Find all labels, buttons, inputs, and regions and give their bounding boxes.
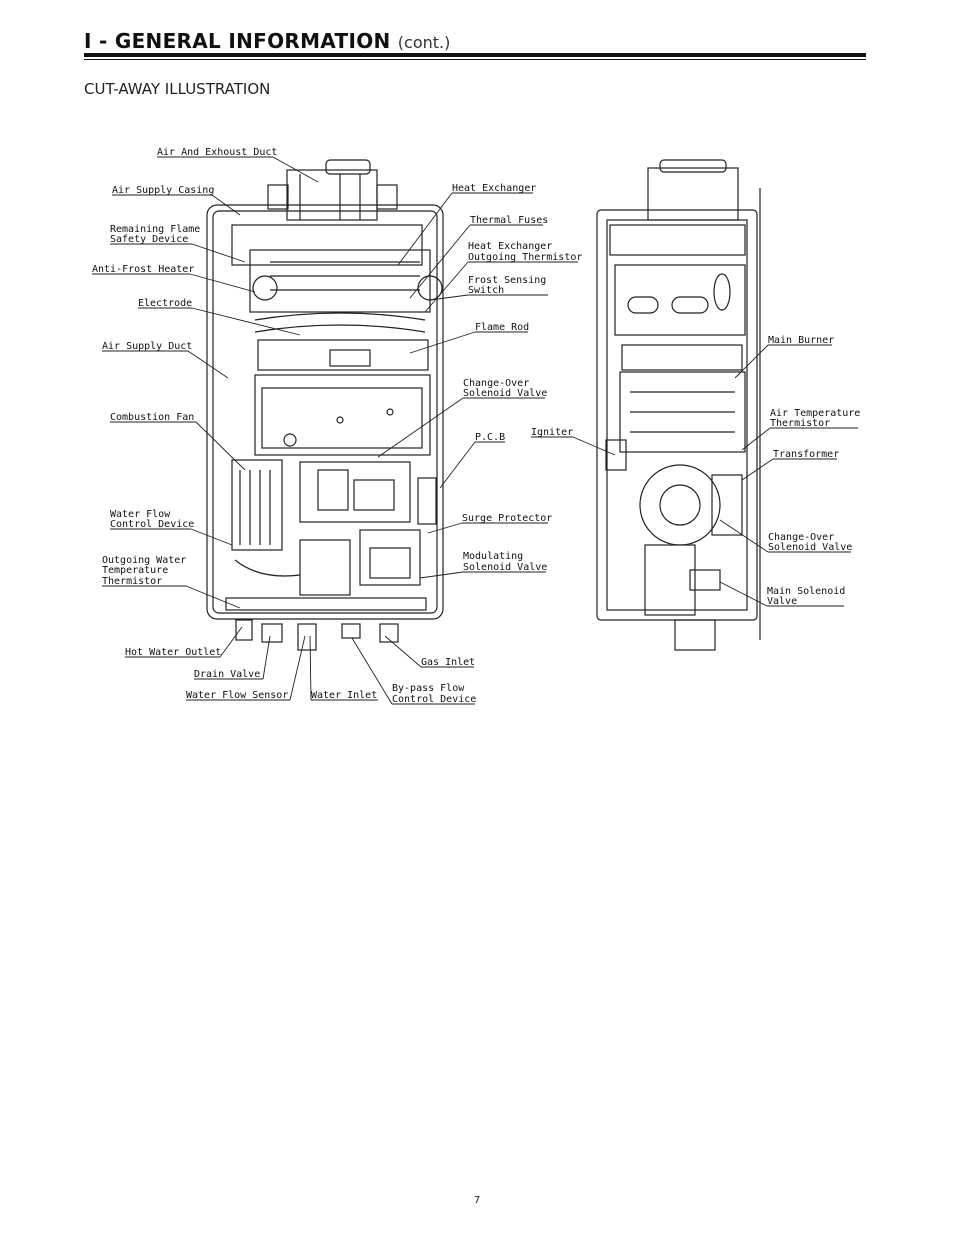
header-title-cont: (cont.) <box>397 33 451 52</box>
header-rule-thick <box>84 53 866 57</box>
label-water-flow: Water Flow <box>110 509 171 520</box>
label-heat-exchanger-2: Heat Exchanger <box>468 241 552 252</box>
label-heat-exchanger: Heat Exchanger <box>452 183 536 194</box>
label-drain-valve: Drain Valve <box>194 669 260 680</box>
page-header: I - GENERAL INFORMATION (cont.) <box>84 26 866 60</box>
label-transformer: Transformer <box>773 449 839 460</box>
label-temperature: Temperature <box>102 565 168 576</box>
label-anti-frost-heater: Anti-Frost Heater <box>92 264 194 275</box>
label-flame-rod: Flame Rod <box>475 322 529 333</box>
label-outgoing-thermistor: Outgoing Thermistor <box>468 252 582 263</box>
label-control-device: Control Device <box>110 519 194 530</box>
label-surge-protector: Surge Protector <box>462 513 552 524</box>
label-valve: Valve <box>767 596 797 607</box>
side-view-callouts: Igniter Main Burner Air Temperature Ther… <box>531 335 860 607</box>
label-air-supply-duct: Air Supply Duct <box>102 341 192 352</box>
label-remaining-flame: Remaining Flame <box>110 224 200 235</box>
label-air-and-exhaust-duct: Air And Exhoust Duct <box>157 147 277 158</box>
label-hot-water-outlet: Hot Water Outlet <box>125 647 221 658</box>
label-solenoid-valve: Solenoid Valve <box>463 388 547 399</box>
label-change-over: Change-Over <box>463 378 529 389</box>
header-title: I - GENERAL INFORMATION (cont.) <box>84 29 450 53</box>
label-safety-device: Safety Device <box>110 234 188 245</box>
label-outgoing-water: Outgoing Water <box>102 555 186 566</box>
label-by-pass-flow: By-pass Flow <box>392 683 465 694</box>
label-control-device-2: Control Device <box>392 694 476 705</box>
label-combustion-fan: Combustion Fan <box>110 412 194 423</box>
front-view-leader-lines <box>92 156 578 705</box>
label-water-flow-sensor: Water Flow Sensor <box>186 690 288 701</box>
label-water-inlet: Water Inlet <box>311 690 377 701</box>
label-main-burner: Main Burner <box>768 335 834 346</box>
side-view-drawing <box>596 159 761 651</box>
section-title: CUT-AWAY ILLUSTRATION <box>84 80 271 98</box>
label-solenoid-valve-3: Solenoid Valve <box>768 542 852 553</box>
label-solenoid-valve-2: Solenoid Valve <box>463 562 547 573</box>
header-rule-thin <box>84 59 866 60</box>
label-pcb: P.C.B <box>475 432 505 443</box>
label-electrode: Electrode <box>138 298 192 309</box>
label-air-supply-casing: Air Supply Casing <box>112 185 214 196</box>
label-thermal-fuses: Thermal Fuses <box>470 215 548 226</box>
label-frost-sensing: Frost Sensing <box>468 275 546 286</box>
label-thermistor: Thermistor <box>102 576 162 587</box>
label-air-temperature: Air Temperature <box>770 408 860 419</box>
label-thermistor-2: Thermistor <box>770 418 830 429</box>
header-title-main: I - GENERAL INFORMATION <box>84 29 391 53</box>
page-number: 7 <box>473 1195 481 1206</box>
label-igniter: Igniter <box>531 427 573 438</box>
label-switch: Switch <box>468 285 504 296</box>
side-view-leader-lines <box>531 344 858 607</box>
label-change-over-2: Change-Over <box>768 532 834 543</box>
label-modulating: Modulating <box>463 551 523 562</box>
label-main-solenoid: Main Solenoid <box>767 586 845 597</box>
label-gas-inlet: Gas Inlet <box>421 657 475 668</box>
front-view-callouts: Air And Exhoust Duct Air Supply Casing R… <box>92 147 582 705</box>
front-view-drawing <box>206 159 444 651</box>
